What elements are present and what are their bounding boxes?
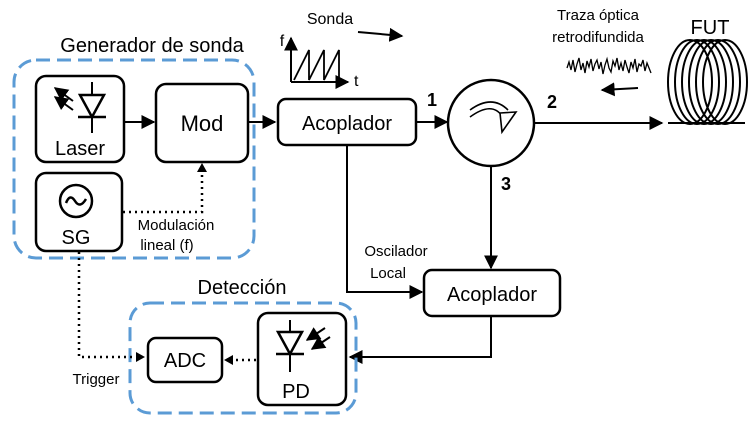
probe-chirp-inset: Sonda f t: [280, 11, 404, 90]
pd-block: PD: [256, 311, 348, 407]
modulation-label-1: Modulación: [138, 217, 215, 234]
trigger-label: Trigger: [73, 371, 120, 388]
backscatter-direction-arrow: [600, 82, 639, 97]
port-3-label: 3: [501, 174, 511, 194]
oscillator-label-2: Local: [370, 265, 406, 282]
laser-diode-icon: [53, 82, 107, 133]
trace-label-2: retrodifundida: [552, 29, 644, 46]
sg-to-mod-arrowhead: [197, 163, 207, 172]
coupler-1-label: Acoplador: [302, 113, 392, 135]
generator-group-title: Generador de sonda: [60, 35, 244, 57]
signal-generator-icon: [58, 183, 94, 219]
port-2-label: 2: [547, 92, 557, 112]
coupler-1-block: Acoplador: [276, 97, 418, 147]
coupler2-to-pd-path: [348, 316, 492, 364]
sg-block: SG: [34, 171, 124, 253]
port-1-label: 1: [427, 90, 437, 110]
backscatter-trace-inset: Traza óptica retrodifundida: [552, 7, 652, 97]
backscatter-noise-trace: [566, 56, 652, 75]
oscillator-label-1: Oscilador: [364, 243, 427, 260]
photodiode-icon: [275, 320, 331, 372]
mod-label: Mod: [181, 111, 224, 136]
laser-block: Laser: [34, 74, 126, 164]
sawtooth-waveform: [293, 49, 340, 81]
local-oscillator-path: [346, 145, 424, 299]
trigger-dotted-path: [77, 252, 136, 359]
adc-label: ADC: [164, 350, 206, 372]
probe-label: Sonda: [307, 11, 353, 28]
pd-to-adc-arrowhead: [224, 355, 233, 365]
pd-label: PD: [282, 381, 310, 403]
sg-to-mod-dotted: [123, 166, 204, 214]
laser-label: Laser: [55, 138, 105, 160]
trigger-arrowhead: [136, 352, 145, 362]
coupler-2-label: Acoplador: [447, 284, 537, 306]
circulator: [446, 78, 536, 168]
sg-label: SG: [62, 227, 91, 249]
time-axis-label: t: [354, 73, 359, 90]
generator-group-border: [12, 58, 256, 260]
fut-fiber-coil: FUT: [667, 17, 748, 125]
mod-block: Mod: [154, 82, 250, 164]
coupler-2-block: Acoplador: [422, 268, 562, 318]
detection-group-title: Detección: [198, 277, 287, 299]
modulation-label-2: lineal (f): [140, 237, 193, 254]
circulator-arrow-icon: [469, 101, 518, 135]
adc-block: ADC: [146, 336, 224, 384]
freq-axis-label: f: [280, 33, 285, 50]
fut-label: FUT: [691, 17, 730, 39]
probe-direction-arrow: [357, 27, 404, 42]
trace-label-1: Traza óptica: [557, 7, 640, 24]
